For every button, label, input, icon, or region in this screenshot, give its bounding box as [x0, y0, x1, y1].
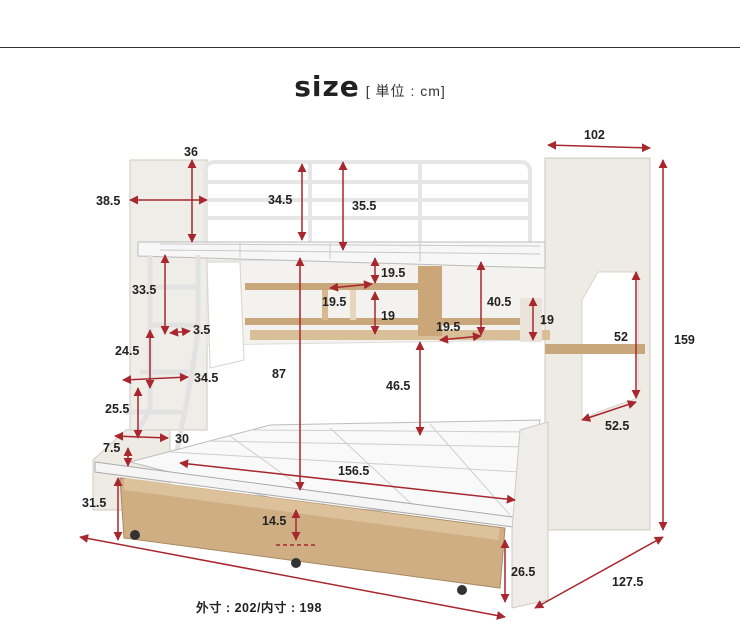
caster-1: [130, 530, 140, 540]
bed-illustration: [92, 157, 651, 609]
label-33-5: 33.5: [132, 283, 156, 297]
label-87: 87: [272, 367, 286, 381]
label-24-5: 24.5: [115, 344, 139, 358]
label-14-5: 14.5: [262, 514, 286, 528]
size-heading: size: [294, 70, 360, 103]
shelf-board-bottom: [250, 330, 550, 340]
label-34-5-top: 34.5: [268, 193, 292, 207]
label-159: 159: [674, 333, 695, 347]
dim-line-34-5-ladder: [122, 372, 189, 385]
page-title: size [ 単位 : cm]: [0, 70, 740, 103]
label-52-5: 52.5: [605, 419, 629, 433]
label-127-5: 127.5: [612, 575, 643, 589]
shelf-right-block: [520, 298, 542, 342]
shelf-board-middle: [245, 318, 545, 325]
dim-line-19-5-b: [329, 280, 373, 292]
shelf-board-top: [245, 283, 420, 290]
label-156-5: 156.5: [338, 464, 369, 478]
dim-line-3-5: [169, 327, 191, 337]
label-31-5: 31.5: [82, 496, 106, 510]
shelf-divider-left: [322, 290, 328, 320]
dim-line-width: [79, 534, 506, 620]
label-19-b: 19: [540, 313, 554, 327]
label-19-5-a: 19.5: [381, 266, 405, 280]
unit-label: [ 単位 : cm]: [365, 83, 446, 99]
dim-line-156-5: [179, 459, 516, 504]
dim-line-127-5: [534, 536, 664, 609]
dim-line-19-5-c: [439, 332, 482, 344]
left-panel-opening: [206, 261, 245, 369]
dimension-labels: 102 36 38.5 34.5 35.5 19.5 19.5 19 40.5 …: [82, 128, 695, 589]
label-34-5-ladder: 34.5: [194, 371, 218, 385]
label-102: 102: [584, 128, 605, 142]
dimension-lines: [79, 140, 668, 620]
label-26-5: 26.5: [511, 565, 535, 579]
shelf-divider-mid: [350, 290, 356, 320]
shelf-side-block: [418, 266, 442, 336]
upper-guard-rail: [203, 160, 532, 245]
label-19-a: 19: [381, 309, 395, 323]
label-36: 36: [184, 145, 198, 159]
label-52: 52: [614, 330, 628, 344]
top-divider: [0, 47, 740, 48]
label-35-5: 35.5: [352, 199, 376, 213]
caster-2: [291, 558, 301, 568]
label-25-5: 25.5: [105, 402, 129, 416]
label-3-5: 3.5: [193, 323, 210, 337]
dim-line-52-5: [581, 400, 637, 422]
dim-line-102: [547, 140, 651, 153]
dim-line-30: [114, 431, 169, 443]
label-38-5: 38.5: [96, 194, 120, 208]
label-40-5: 40.5: [487, 295, 511, 309]
outer-inner-size-label: 外寸 : 202/内寸 : 198: [196, 601, 322, 615]
upper-slat-mesh: [159, 243, 541, 262]
caster-3: [457, 585, 467, 595]
label-46-5: 46.5: [386, 379, 410, 393]
shelf-right-ledge: [545, 344, 645, 354]
label-30: 30: [175, 432, 189, 446]
label-19-5-c: 19.5: [436, 320, 460, 334]
label-19-5-b: 19.5: [322, 295, 346, 309]
label-7-5: 7.5: [103, 441, 120, 455]
